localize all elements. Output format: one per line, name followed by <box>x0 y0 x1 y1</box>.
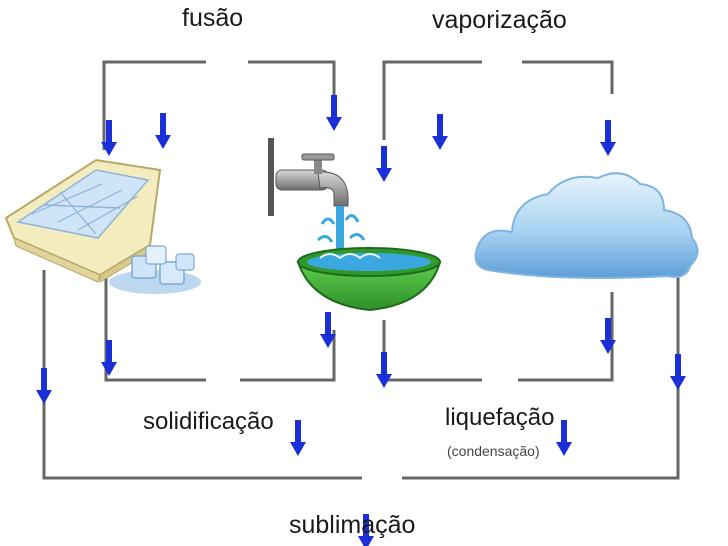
down-arrow-icon <box>290 420 306 456</box>
vaporization-label: vaporização <box>432 6 567 34</box>
solidification-bracket <box>104 240 206 382</box>
ice-tray-icon <box>4 158 162 283</box>
bracket-lines <box>42 60 680 480</box>
solidification-bracket-right <box>240 330 336 382</box>
vaporization-bracket <box>382 60 482 140</box>
down-arrow-icon <box>600 318 616 354</box>
liquefaction-bracket <box>382 320 482 382</box>
fusion-label: fusão <box>182 4 244 32</box>
down-arrow-icon <box>670 354 686 390</box>
cloud-icon <box>474 172 699 279</box>
down-arrow-icon <box>155 113 171 149</box>
down-arrow-icon <box>556 420 572 456</box>
fusion-bracket-right <box>248 60 336 98</box>
solidification-label: solidificação <box>143 408 274 435</box>
ice-cubes-icon <box>109 245 201 294</box>
down-arrow-icon <box>600 120 616 156</box>
down-arrow-icon <box>432 114 448 150</box>
down-arrow-icon <box>376 352 392 388</box>
liquefaction-label: liquefação <box>445 404 555 431</box>
down-arrow-icon <box>326 95 342 131</box>
fusion-bracket <box>102 60 206 150</box>
green-basin-icon <box>296 247 442 312</box>
water-stream <box>316 206 366 254</box>
faucet-icon <box>268 138 349 216</box>
sublimation-label: sublimação <box>289 511 416 539</box>
liquefaction-bracket-right <box>518 292 614 382</box>
sublimation-bracket-right <box>402 260 680 480</box>
down-arrow-icon <box>376 146 392 182</box>
condensation-label: (condensação) <box>447 443 540 459</box>
down-arrow-icon <box>101 340 117 376</box>
vaporization-bracket-right <box>522 60 614 94</box>
down-arrow-icon <box>36 368 52 404</box>
sublimation-bracket <box>42 270 362 480</box>
